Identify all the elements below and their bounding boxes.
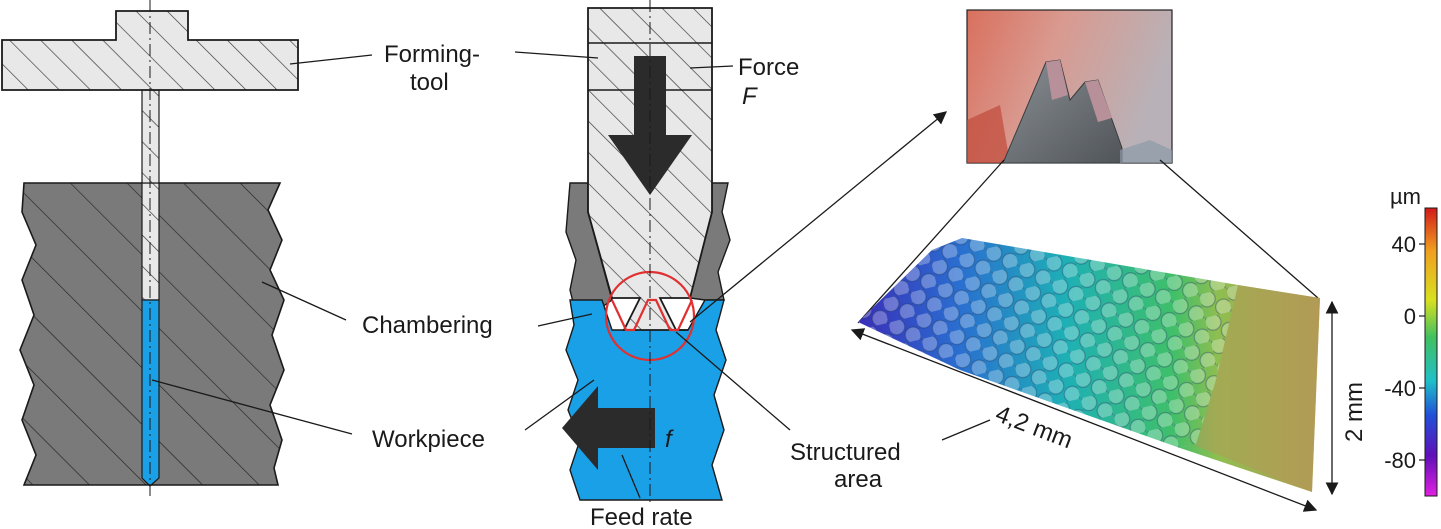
- feed-rate-label: Feed rate: [590, 504, 693, 529]
- length-label: 4,2 mm: [992, 400, 1076, 454]
- colorbar-ticks: 40 0 -40 -80: [1384, 232, 1425, 473]
- force-symbol: F: [742, 83, 758, 110]
- left-workpiece: [141, 299, 160, 487]
- colorbar-gradient: [1424, 207, 1438, 497]
- feed-rate-symbol: f: [665, 426, 674, 453]
- leader-lines: [151, 51, 948, 499]
- left-assembly: [1, 0, 299, 500]
- colorbar-tick-label: -40: [1384, 376, 1416, 401]
- surface-map: [858, 238, 1320, 492]
- width-label: 2 mm: [1341, 382, 1368, 442]
- forming-tool-label-2: tool: [410, 69, 449, 96]
- middle-assembly: [562, 0, 731, 505]
- force-arrow: [608, 56, 692, 195]
- colorbar-tick-label: 40: [1392, 232, 1416, 257]
- feed-rate-arrow: [562, 386, 655, 470]
- colorbar: µm 40 0 -40 -80: [1384, 184, 1438, 497]
- colorbar-tick-label: -80: [1384, 448, 1416, 473]
- tool-photo: [966, 9, 1173, 164]
- forming-tool-label: Forming-: [384, 41, 480, 68]
- middle-tooth-tips: [611, 298, 693, 332]
- chambering-label: Chambering: [362, 312, 493, 339]
- workpiece-label: Workpiece: [372, 426, 485, 453]
- colorbar-tick-label: 0: [1404, 304, 1416, 329]
- force-label: Force: [738, 54, 799, 81]
- colorbar-unit: µm: [1390, 184, 1421, 209]
- structured-area-label-2: area: [834, 466, 883, 493]
- length-dimension: [850, 328, 1318, 512]
- structured-area-label: Structured: [790, 439, 901, 466]
